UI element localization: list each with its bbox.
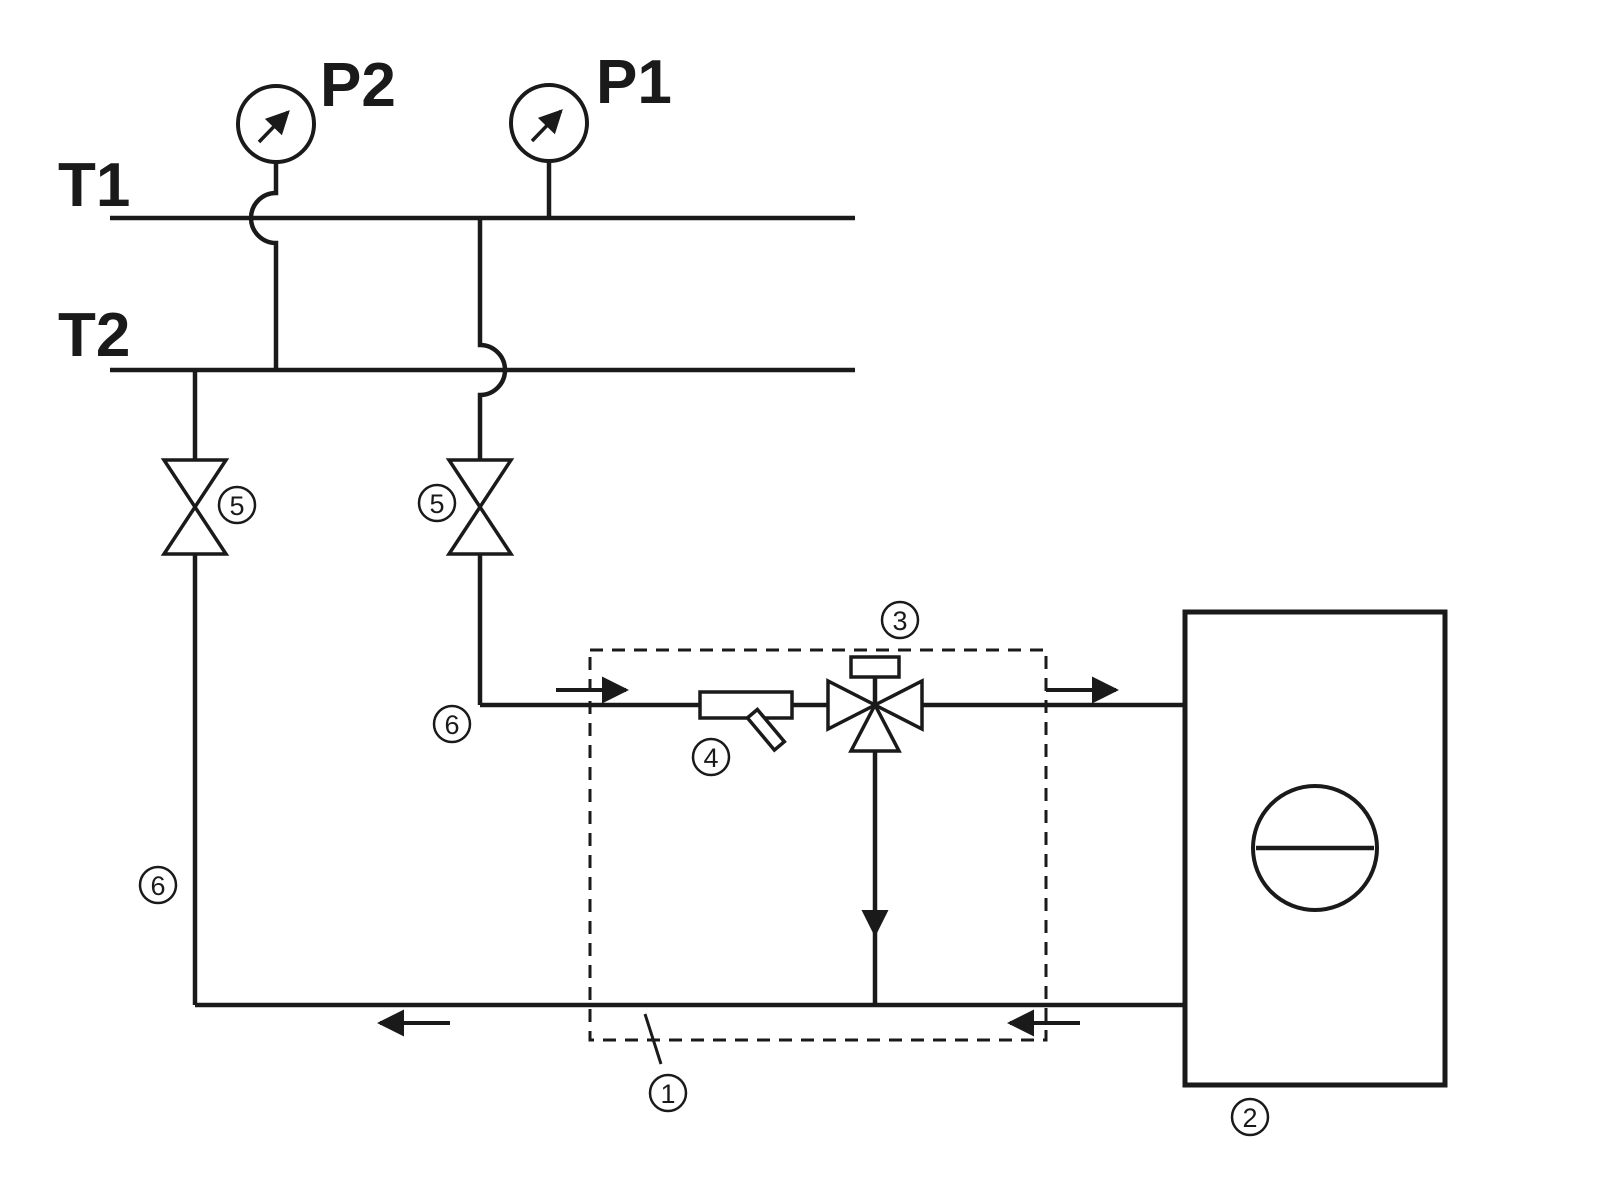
callout-1-leader-line	[643, 1013, 663, 1065]
callout-4-number: 4	[703, 743, 718, 773]
callout-5-left: 5	[217, 485, 257, 525]
callout-6-left-circle	[138, 865, 178, 905]
strainer	[698, 690, 794, 753]
callout-1-circle	[648, 1073, 688, 1113]
pressure-gauge-p2	[236, 84, 316, 164]
callout-5-left-circle	[217, 485, 257, 525]
callout-4-circle	[691, 737, 731, 777]
pressure-gauge-p1	[509, 83, 589, 163]
supply-branch-pipe	[477, 218, 508, 462]
callout-6-top: 6	[432, 704, 472, 744]
callout-6-top-circle	[432, 704, 472, 744]
callout-6-left: 6	[138, 865, 178, 905]
shutoff-valve-left	[160, 458, 230, 556]
valve-left-bottom-triangle	[160, 503, 230, 556]
callout-4: 4	[691, 737, 731, 777]
valve-right-top-triangle	[445, 458, 515, 511]
strainer-blowdown-stub	[744, 707, 787, 753]
three-way-valve	[826, 655, 924, 753]
strainer-body	[698, 690, 794, 720]
valve-right-bottom-triangle	[445, 503, 515, 556]
callout-3: 3	[880, 600, 920, 640]
callout-3-number: 3	[892, 606, 907, 636]
callout-6-top-number: 6	[444, 710, 459, 740]
callout-1: 1	[648, 1073, 688, 1113]
gauge-p2-needle-icon	[257, 110, 290, 144]
three-way-valve-bottom-triangle	[848, 701, 902, 753]
callout-2-number: 2	[1242, 1103, 1257, 1133]
three-way-valve-right-triangle	[871, 678, 924, 732]
valve-left-top-triangle	[160, 458, 230, 511]
label-p2: P2	[320, 51, 396, 120]
label-t2: T2	[58, 301, 130, 370]
callout-2: 2	[1230, 1097, 1270, 1137]
callout-1-number: 1	[660, 1079, 675, 1109]
mixing-unit-boundary	[588, 648, 1048, 1042]
gauge-p2-stem-pipe	[248, 162, 279, 370]
shutoff-valve-right	[445, 458, 515, 556]
label-t1: T1	[58, 151, 130, 220]
gauge-p1-needle-icon	[530, 109, 563, 143]
callout-5-right-circle	[417, 483, 457, 523]
callout-5-left-number: 5	[229, 491, 244, 521]
callout-5-right: 5	[417, 483, 457, 523]
three-way-valve-actuator	[849, 655, 901, 679]
callout-5-right-number: 5	[429, 489, 444, 519]
callout-2-circle	[1230, 1097, 1270, 1137]
label-p1: P1	[596, 48, 672, 117]
callout-6-left-number: 6	[150, 871, 165, 901]
three-way-valve-left-triangle	[826, 678, 879, 732]
callout-3-circle	[880, 600, 920, 640]
